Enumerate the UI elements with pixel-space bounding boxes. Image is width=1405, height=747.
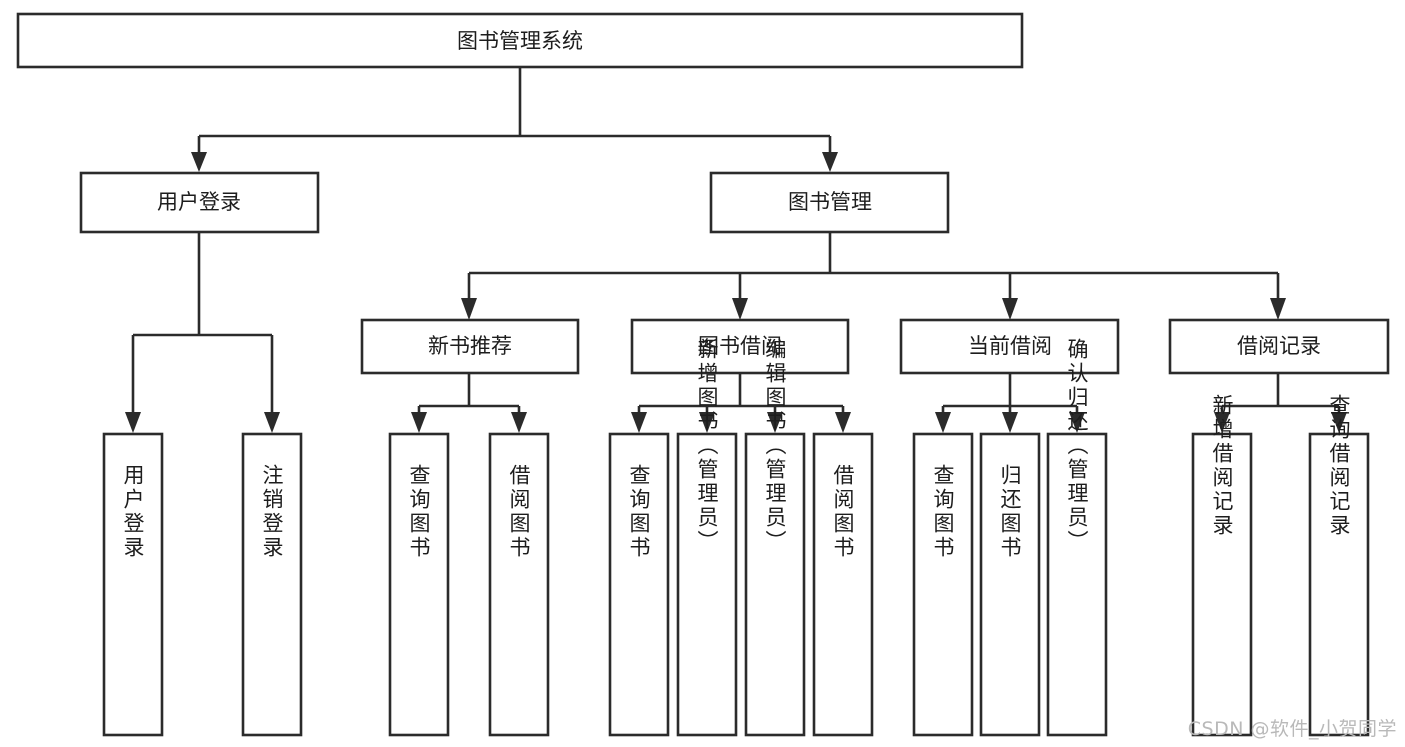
leaf-current-borrow-0-label: 查询图书: [931, 464, 955, 560]
node-current-borrow-label: 当前借阅: [968, 334, 1052, 358]
leaf-current-borrow-1[interactable]: 归还图书: [979, 432, 1041, 737]
arrowhead-book-borrow-leaf-0: [631, 412, 647, 433]
arrowhead-book-mgmt-to-l3-1: [732, 298, 748, 320]
node-book-borrow-box: [630, 318, 850, 375]
leaf-current-borrow-2-box: [1046, 432, 1108, 737]
node-current-borrow-box: [899, 318, 1120, 375]
leaf-borrow-record-1-box: [1308, 432, 1370, 737]
node-borrow-record-box: [1168, 318, 1390, 375]
leaf-user-login-0[interactable]: 用户登录: [102, 432, 164, 737]
leaf-new-book-recommend-0-label: 查询图书: [407, 464, 431, 560]
leaf-current-borrow-0-box: [912, 432, 974, 737]
node-user-login-label: 用户登录: [157, 190, 241, 214]
arrowhead-root-to-user-login: [191, 152, 207, 172]
node-root-label: 图书管理系统: [457, 29, 583, 53]
node-book-management[interactable]: 图书管理: [709, 171, 950, 234]
leaf-current-borrow-1-box: [979, 432, 1041, 737]
leaf-borrow-record-0[interactable]: 新增借阅记录: [1191, 394, 1253, 737]
arrowhead-current-borrow-leaf-1: [1002, 412, 1018, 433]
leaf-new-book-recommend-1-box: [488, 432, 550, 737]
arrowhead-user-login-leaf-0: [125, 412, 141, 433]
leaf-user-login-0-label: 用户登录: [121, 464, 145, 560]
arrowhead-book-mgmt-to-l3-3: [1270, 298, 1286, 320]
leaf-book-borrow-0[interactable]: 查询图书: [608, 432, 670, 737]
leaf-current-borrow-2[interactable]: 确认归还（管理员）: [1046, 338, 1108, 737]
arrowhead-new-book-leaf-0: [411, 412, 427, 433]
leaf-new-book-recommend-1[interactable]: 借阅图书: [488, 432, 550, 737]
node-new-book-recommend-label: 新书推荐: [428, 334, 512, 358]
leaf-book-borrow-0-box: [608, 432, 670, 737]
node-book-management-label: 图书管理: [788, 190, 872, 214]
node-book-borrow[interactable]: 图书借阅: [630, 318, 850, 375]
node-book-management-box: [709, 171, 950, 234]
leaf-user-login-1-box: [241, 432, 303, 737]
leaf-book-borrow-1-box: [676, 432, 738, 737]
leaf-user-login-1-label: 注销登录: [260, 464, 284, 560]
node-borrow-record-label: 借阅记录: [1237, 334, 1321, 358]
arrowhead-borrow-record-leaf-1: [1331, 412, 1347, 433]
arrowhead-book-borrow-leaf-2: [767, 412, 783, 433]
leaf-new-book-recommend-0-box: [388, 432, 450, 737]
leaf-borrow-record-1-label: 查询借阅记录: [1327, 394, 1351, 538]
leaf-borrow-record-1[interactable]: 查询借阅记录: [1308, 394, 1370, 737]
arrowhead-book-mgmt-to-l3-0: [461, 298, 477, 320]
leaf-current-borrow-1-label: 归还图书: [998, 464, 1022, 560]
leaf-current-borrow-0[interactable]: 查询图书: [912, 432, 974, 737]
leaf-borrow-record-0-label: 新增借阅记录: [1210, 394, 1234, 538]
node-root-box: [16, 12, 1024, 69]
leaf-book-borrow-0-label: 查询图书: [627, 464, 651, 560]
node-new-book-recommend[interactable]: 新书推荐: [360, 318, 580, 375]
arrowhead-book-mgmt-to-l3-2: [1002, 298, 1018, 320]
arrowhead-root-to-book-mgmt: [822, 152, 838, 172]
leaf-borrow-record-0-box: [1191, 432, 1253, 737]
leaf-book-borrow-2[interactable]: 编辑图书（管理员）: [744, 338, 806, 737]
leaf-new-book-recommend-0[interactable]: 查询图书: [388, 432, 450, 737]
leaf-book-borrow-2-box: [744, 432, 806, 737]
node-root-book-management-system[interactable]: 图书管理系统: [16, 12, 1024, 69]
leaf-book-borrow-3-box: [812, 432, 874, 737]
arrowhead-new-book-leaf-1: [511, 412, 527, 433]
node-current-borrow[interactable]: 当前借阅: [899, 318, 1120, 375]
node-user-login[interactable]: 用户登录: [79, 171, 320, 234]
leaf-user-login-1[interactable]: 注销登录: [241, 432, 303, 737]
leaf-current-borrow-2-label: 确认归还（管理员）: [1065, 338, 1089, 554]
leaf-book-borrow-2-label: 编辑图书（管理员）: [763, 338, 787, 554]
arrowhead-user-login-leaf-1: [264, 412, 280, 433]
node-borrow-record[interactable]: 借阅记录: [1168, 318, 1390, 375]
leaf-user-login-0-box: [102, 432, 164, 737]
leaf-book-borrow-3-label: 借阅图书: [831, 464, 855, 560]
leaf-new-book-recommend-1-label: 借阅图书: [507, 464, 531, 560]
arrowhead-borrow-record-leaf-0: [1214, 412, 1230, 433]
arrowhead-book-borrow-leaf-1: [699, 412, 715, 433]
leaf-book-borrow-1-label: 新增图书（管理员）: [695, 338, 719, 554]
arrowhead-current-borrow-leaf-2: [1069, 412, 1085, 433]
node-user-login-box: [79, 171, 320, 234]
connector-layer: [125, 67, 1347, 433]
node-book-borrow-label: 图书借阅: [698, 334, 782, 358]
leaf-book-borrow-1[interactable]: 新增图书（管理员）: [676, 338, 738, 737]
node-new-book-recommend-box: [360, 318, 580, 375]
arrowhead-book-borrow-leaf-3: [835, 412, 851, 433]
arrowhead-current-borrow-leaf-0: [935, 412, 951, 433]
leaf-book-borrow-3[interactable]: 借阅图书: [812, 432, 874, 737]
